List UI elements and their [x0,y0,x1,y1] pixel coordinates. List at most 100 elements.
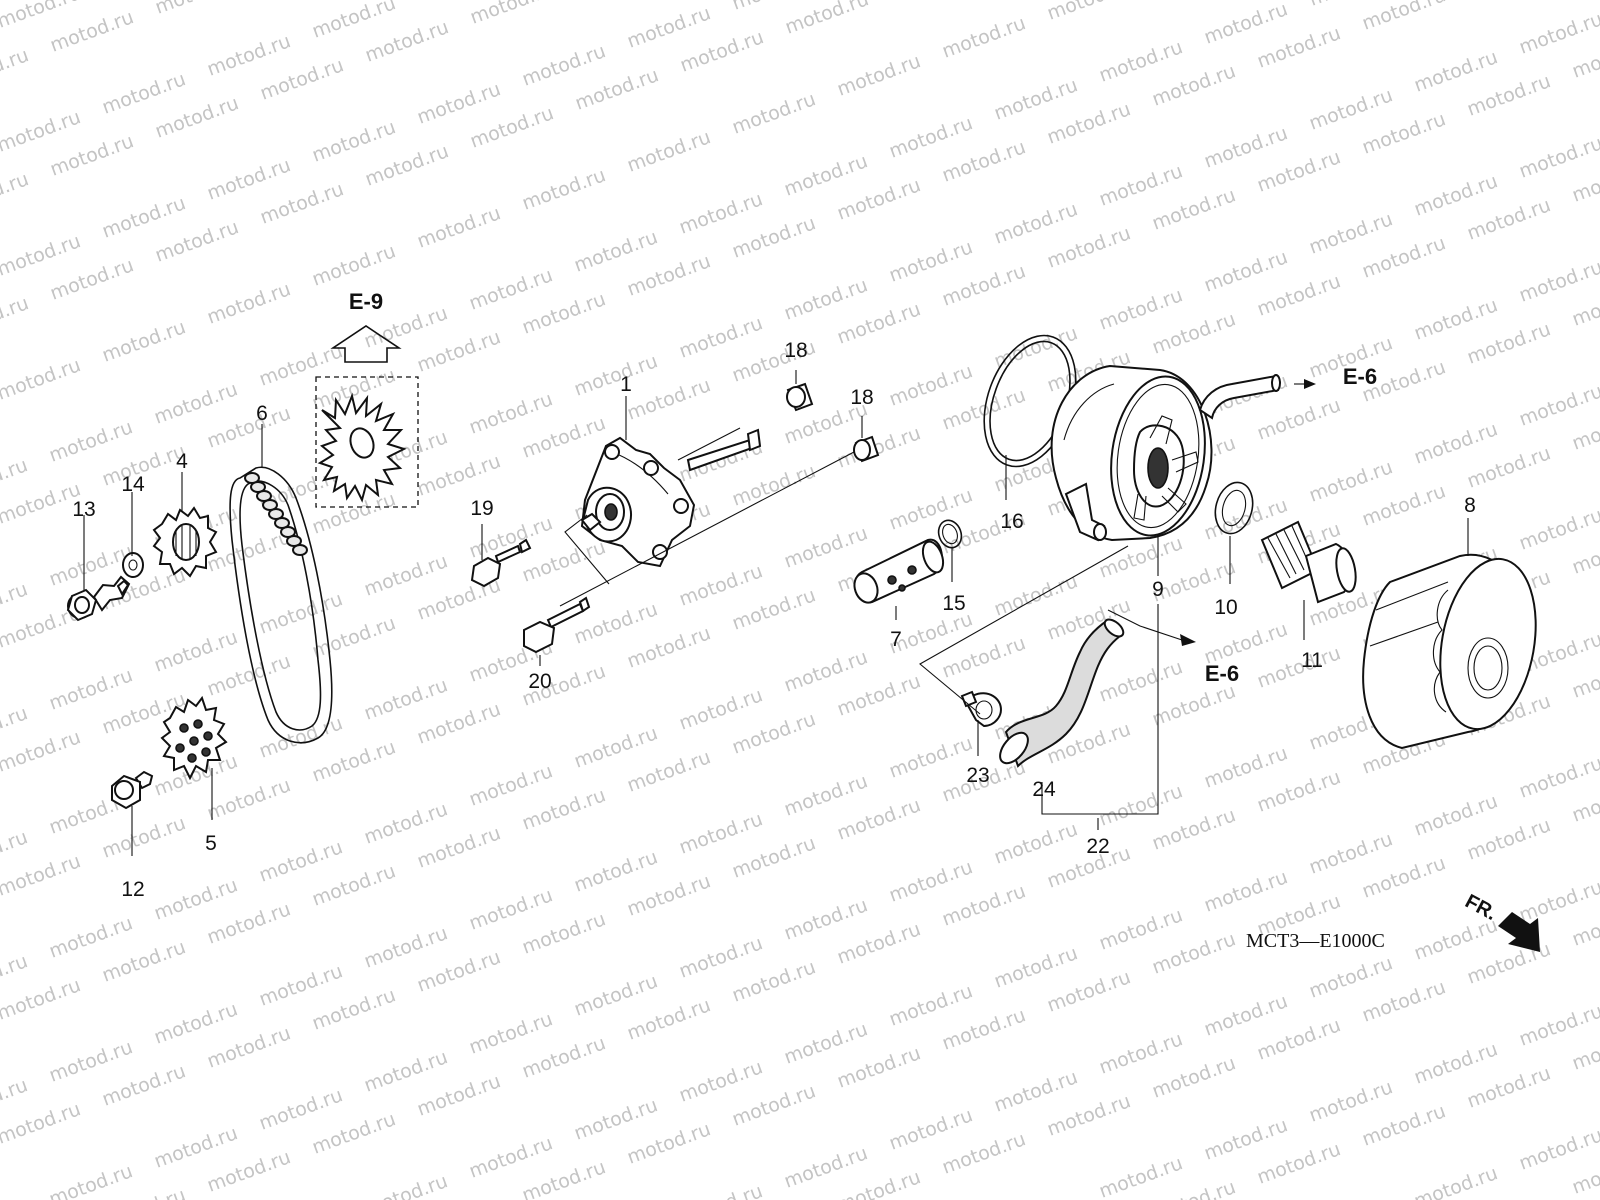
bolt-13 [66,575,131,622]
watermark-text: motod.ru [204,278,293,328]
watermark-text: motod.ru [414,698,503,748]
watermark-text: motod.ru [309,488,398,538]
watermark-text: motod.ru [1044,98,1133,148]
watermark-text: motod.ru [1096,780,1185,830]
chain-link [250,481,266,493]
watermark-text: motod.ru [834,1166,923,1200]
watermark-text: motod.ru [939,632,1028,682]
watermark-text: motod.ru [887,0,976,1]
bolt-11 [1260,520,1357,604]
watermark-text: motod.ru [781,150,870,200]
watermark-text: motod.ru [1096,904,1185,954]
watermark-text: motod.ru [466,1008,555,1058]
watermark-text: motod.ru [991,570,1080,620]
watermark-text: motod.ru [676,808,765,858]
bolt-12 [111,770,154,810]
watermark-text: motod.ru [624,2,713,52]
watermark-text: motod.ru [729,1080,818,1130]
watermark-text: motod.ru [99,316,188,366]
callout-5: 5 [205,832,217,855]
watermark-text: motod.ru [519,1032,608,1082]
watermark-text: motod.ru [99,192,188,242]
watermark-text: motod.ru [1254,394,1343,444]
watermark-text: motod.ru [256,960,345,1010]
callout-8: 8 [1464,494,1476,517]
watermark-text: motod.ru [466,388,555,438]
watermark-text: motod.ru [834,794,923,844]
watermark-text: motod.ru [834,670,923,720]
watermark-text: motod.ru [1306,84,1395,134]
watermark-text: motod.ru [99,936,188,986]
watermark-text: motod.ru [46,912,135,962]
chain-link [262,499,278,511]
watermark-text: motod.ru [1306,1076,1395,1126]
watermark-text: motod.ru [361,1170,450,1200]
watermark-text: motod.ru [362,16,451,66]
watermark-text: motod.ru [309,1108,398,1158]
watermark-text: motod.ru [151,378,240,428]
chain-link [274,517,290,529]
hose-24 [999,618,1125,768]
ref-e6-bottom: E-6 [1205,661,1239,686]
watermark-text: motod.ru [151,998,240,1048]
watermark-text: motod.ru [886,484,975,534]
watermark-text: motod.ru [1464,194,1553,244]
oil-pump-rotor-icon [317,392,407,503]
watermark-text: motod.ru [151,626,240,676]
watermark-text: motod.ru [1411,294,1500,344]
watermark-text: motod.ru [1359,0,1448,35]
watermark-text: motod.ru [414,326,503,376]
watermark-text: motod.ru [361,674,450,724]
dashed-box [315,376,419,508]
front-arrow-icon [1498,912,1540,952]
watermark-text: motod.ru [1254,642,1343,692]
callout-22: 22 [1086,835,1109,858]
watermark-text: motod.ru [414,946,503,996]
watermark-text: motod.ru [1516,876,1600,926]
washer-10 [1214,481,1254,535]
watermark-text: motod.ru [1516,256,1600,306]
watermark-text: motod.ru [1516,1000,1600,1050]
watermark-text: motod.ru [1096,656,1185,706]
watermark-text: motod.ru [624,126,713,176]
watermark-text: motod.ru [834,1042,923,1092]
watermark-text: motod.ru [309,860,398,910]
watermark-text: motod.ru [519,536,608,586]
watermark-text: motod.ru [991,818,1080,868]
callout-4: 4 [176,450,188,473]
watermark-text: motod.ru [1201,742,1290,792]
watermark-text: motod.ru [1149,308,1238,358]
watermark-text: motod.ru [676,312,765,362]
watermark-text: motod.ru [256,588,345,638]
chain-link [292,544,308,556]
watermark-text: motod.ru [1044,222,1133,272]
chain-link [286,535,302,547]
watermark-text: motod.ru [676,1180,765,1200]
watermark-text: motod.ru [886,980,975,1030]
leader-lines [83,370,1469,856]
callout-23: 23 [966,764,989,787]
ref-e9-group: E-9 [315,289,419,508]
watermark-text: motod.ru [729,832,818,882]
oil-pump-1 [580,428,762,568]
watermark-text: motod.ru [519,784,608,834]
watermark-text: motod.ru [1254,22,1343,72]
watermark-text: motod.ru [677,26,766,76]
watermark-text: motod.ru [414,450,503,500]
watermark-text: motod.ru [676,560,765,610]
watermark-text: motod.ru [414,78,503,128]
watermark-text: motod.ru [1464,318,1553,368]
arrow-up-icon [330,325,402,363]
watermark-text: motod.ru [991,198,1080,248]
watermark-text: motod.ru [571,970,660,1020]
watermark-text: motod.ru [1254,766,1343,816]
watermark-text: motod.ru [676,1056,765,1106]
watermark-text: motod.ru [571,350,660,400]
watermark-text: motod.ru [1254,1138,1343,1188]
callout-13: 13 [72,498,95,521]
watermark-text: motod.ru [1464,938,1553,988]
watermark-text: motod.ru [939,260,1028,310]
watermark-text: motod.ru [1516,8,1600,58]
ref-e9-label: E-9 [349,289,383,314]
watermark-text: motod.ru [624,374,713,424]
